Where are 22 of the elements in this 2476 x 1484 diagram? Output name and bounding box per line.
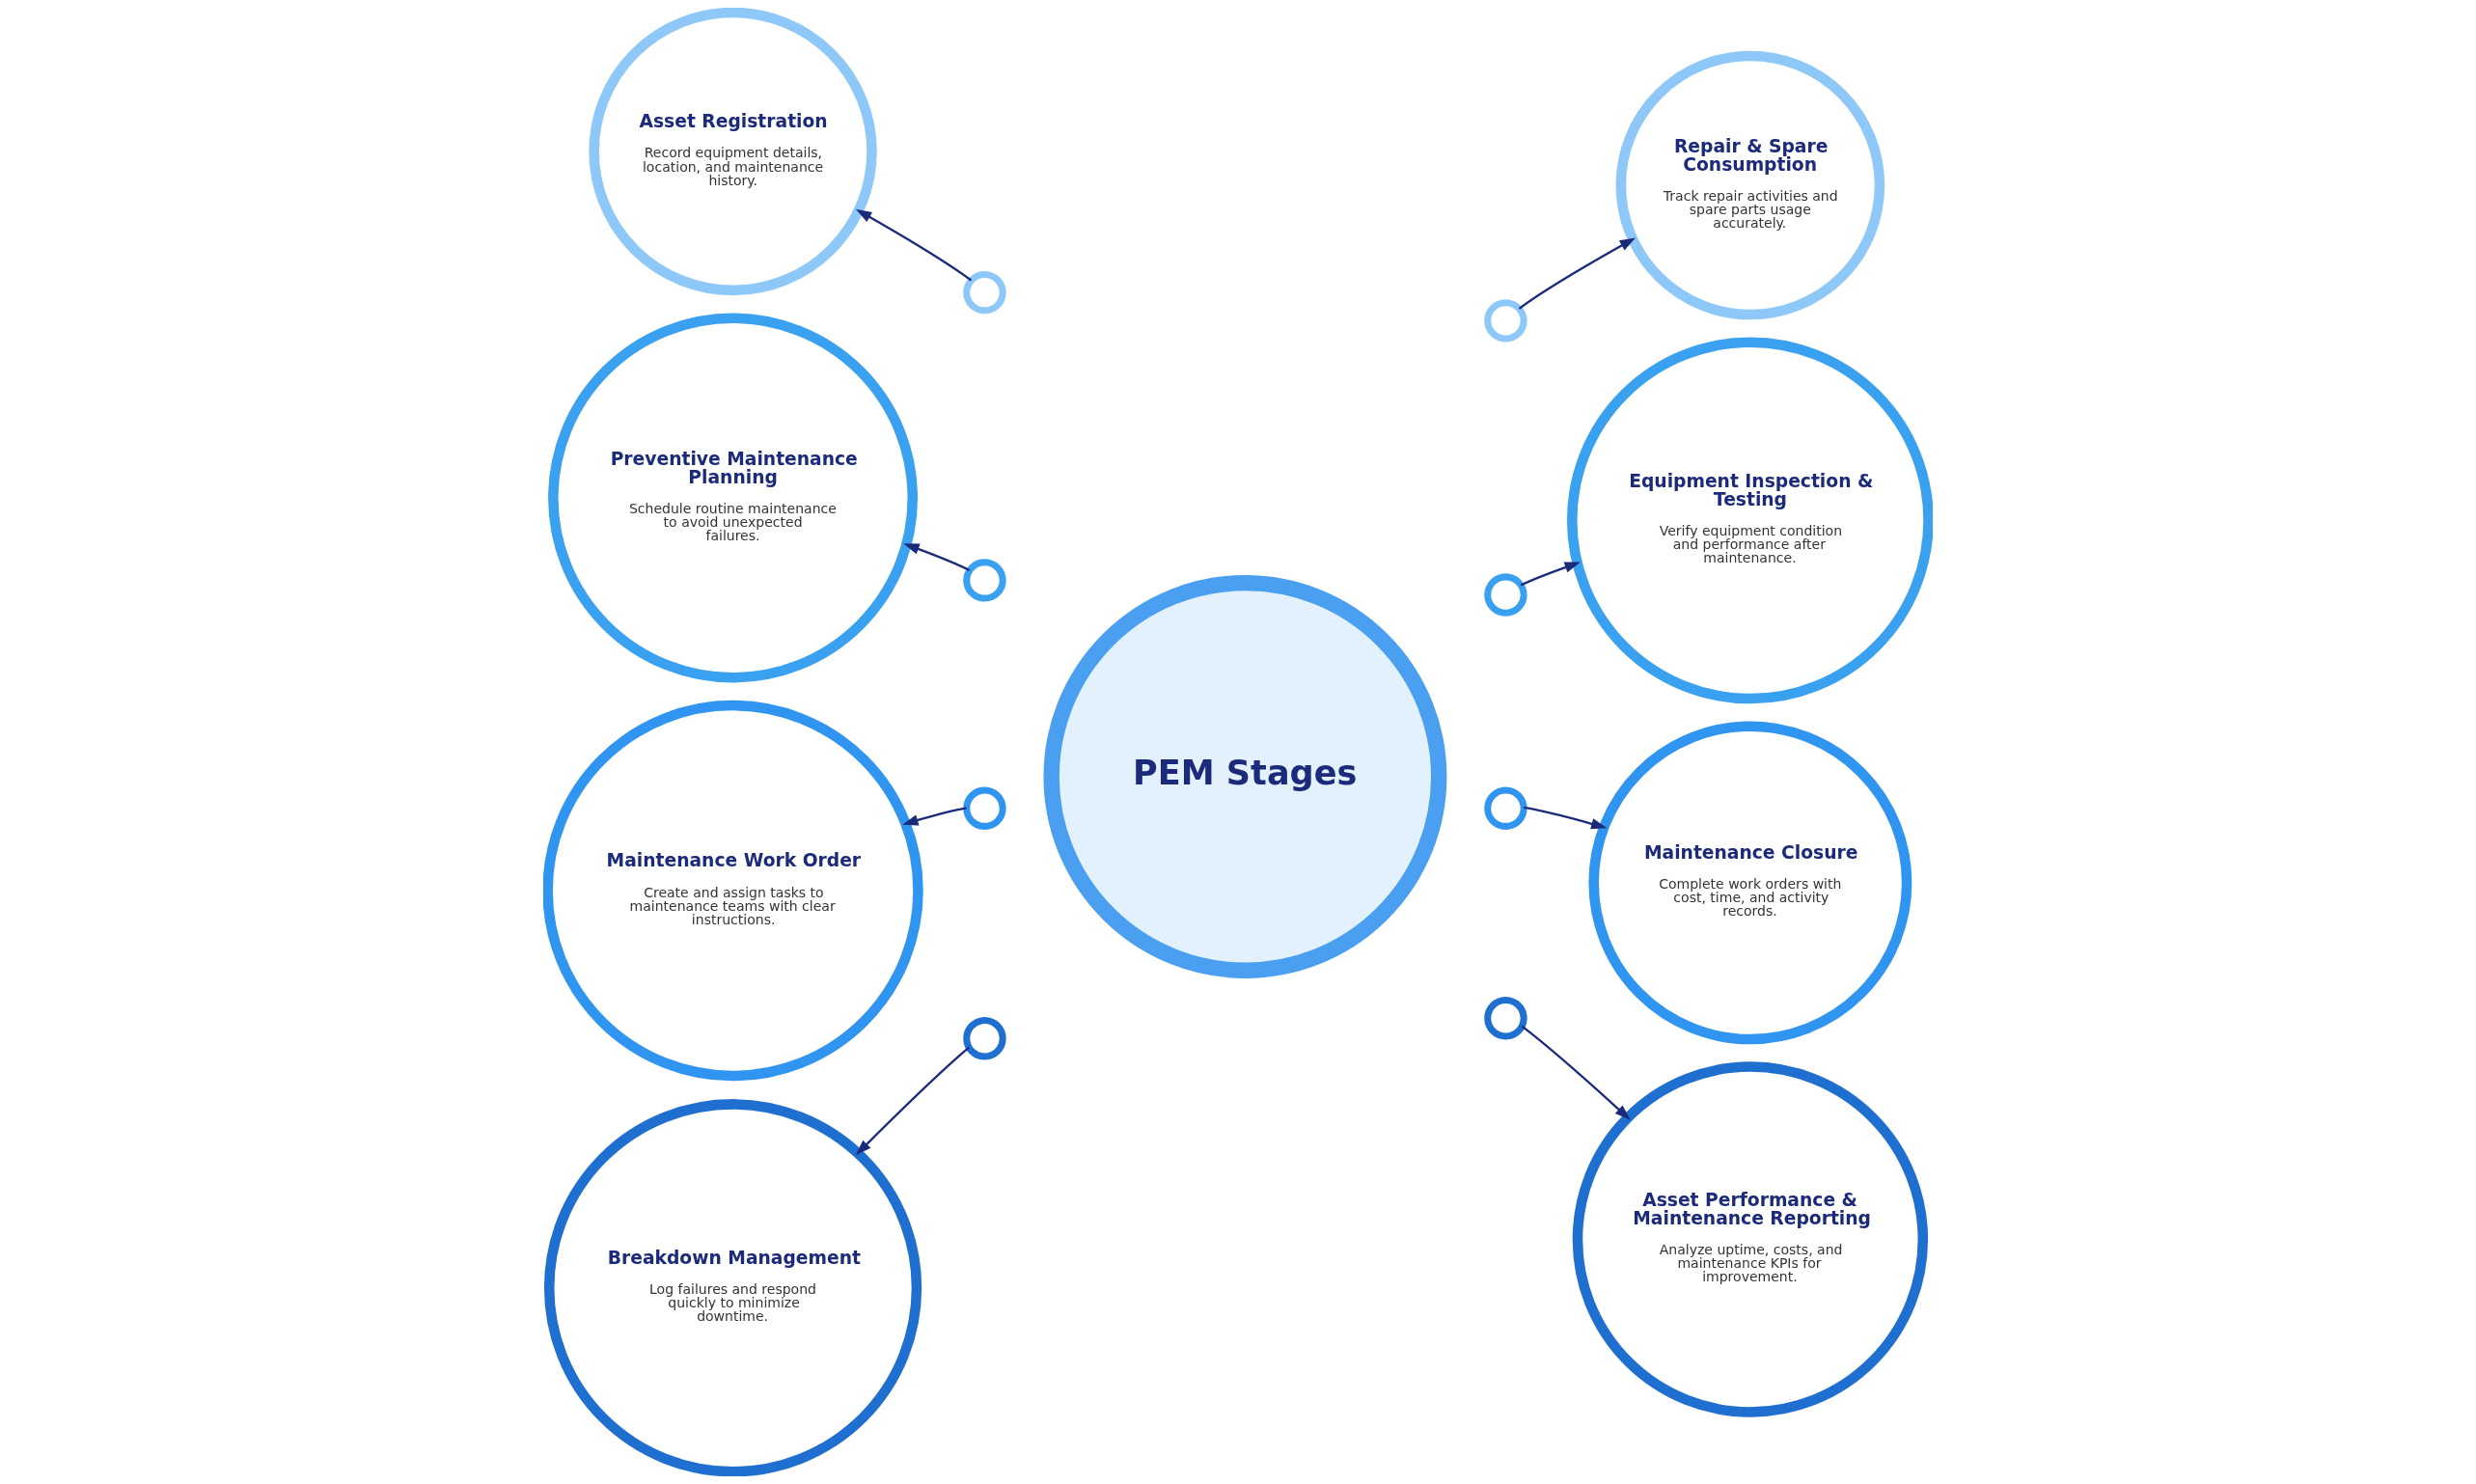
arrow [1518, 237, 1637, 310]
node-circle [1484, 573, 1527, 617]
node-circle [963, 559, 1006, 602]
arrow [855, 1046, 970, 1156]
arrow [1524, 806, 1608, 830]
node-circle: PEM Stages [1043, 574, 1447, 978]
arrow [903, 543, 971, 571]
node-circle [1484, 997, 1527, 1040]
node-circle [963, 1017, 1006, 1060]
node-circle: Equipment Inspection & Testing Verify equipment condition and performance after maintenance. [1566, 337, 1933, 704]
node-circle: Maintenance Work Order Create and assign tasks to maintenance teams with clear instructions. [543, 700, 923, 1082]
arrow [1521, 1025, 1631, 1120]
node-circle: Breakdown Management Log failures and respond quickly to minimize downtime. [543, 1099, 922, 1476]
node-circle [1484, 299, 1527, 343]
node-circle [963, 270, 1006, 315]
arrow [855, 208, 973, 282]
node-circle: Asset Registration Record equipment details, location, and maintenance history. [589, 8, 877, 296]
node-circle [1484, 786, 1527, 830]
node-circle [963, 786, 1006, 830]
arrow [902, 807, 967, 826]
node-circle: Asset Performance & Maintenance Reporting Analyze uptime, costs, and maintenance KPIs for improvement. [1572, 1061, 1929, 1417]
arrow [1520, 562, 1581, 587]
